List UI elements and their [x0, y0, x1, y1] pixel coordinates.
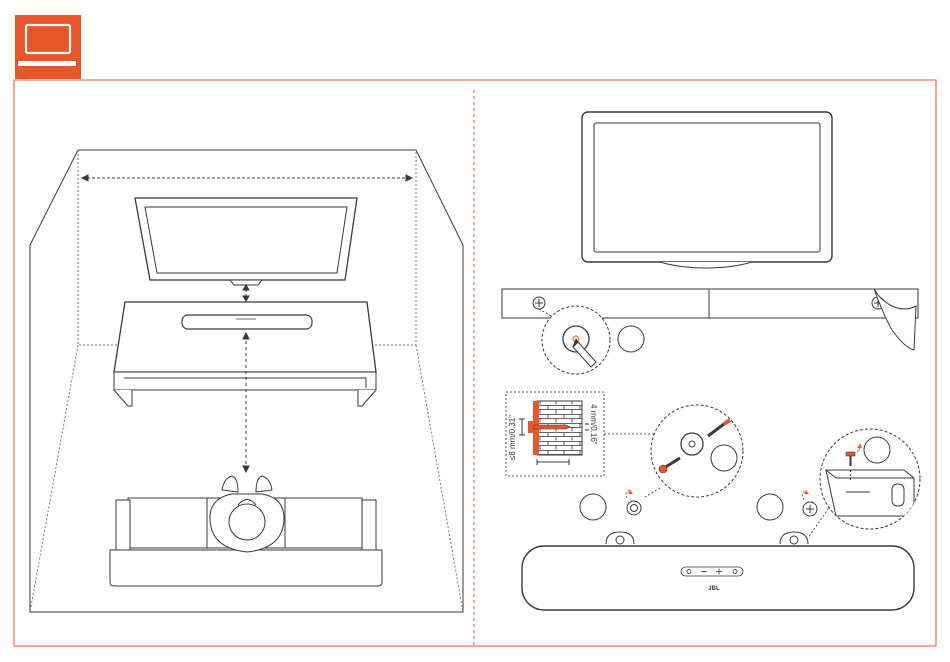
- room-placement-diagram: [30, 150, 463, 612]
- wall-mount-diagram: ≤8 mm/0.31" 4 mm/0.16": [502, 112, 920, 610]
- screw-diameter-label: 4 mm/0.16": [589, 404, 598, 445]
- header-badge: [15, 15, 81, 79]
- cross-screw-icon: [803, 502, 817, 516]
- wall-anchor-icon: [681, 433, 703, 455]
- soundbar-right: JBL: [522, 532, 914, 610]
- tv-right: [582, 112, 832, 268]
- step-marker: [618, 326, 644, 352]
- cross-screw-icon: [627, 501, 641, 515]
- step-marker: [757, 494, 783, 520]
- soundbar-left: [182, 315, 312, 329]
- step-marker: [580, 494, 606, 520]
- soundbar-brand-label: JBL: [708, 586, 720, 592]
- wall-bracket-icon: [826, 470, 914, 516]
- tv-left: [135, 198, 357, 285]
- control-panel: [681, 567, 743, 576]
- step-marker: [711, 445, 737, 471]
- cross-screw-icon: [533, 297, 545, 309]
- step-marker: [864, 437, 890, 463]
- screw-length-label: ≤8 mm/0.31": [508, 415, 517, 460]
